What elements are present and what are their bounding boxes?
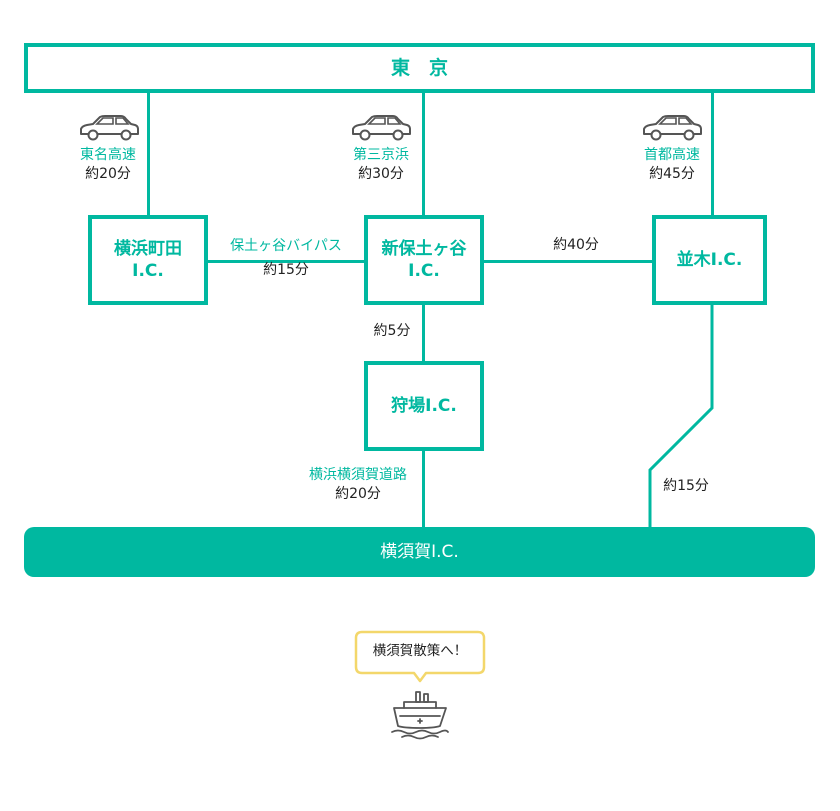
route-label-namiki-yokosuka: 約15分 (656, 477, 716, 496)
node-namiki: 並木I.C. (652, 215, 767, 305)
route-label-shuto: 首都高速 約45分 (632, 146, 712, 184)
route-time-shinhodogaya-namiki: 約40分 (553, 237, 599, 253)
route-road-yokohama-yokosuka: 横浜横須賀道路 (309, 467, 407, 483)
node-tokyo: 東 京 (24, 43, 815, 93)
route-road-hodogaya-bypass: 保土ヶ谷バイパス (230, 238, 342, 254)
route-time-namiki-yokosuka: 約15分 (663, 478, 709, 494)
node-yokohama-machida: 横浜町田 I.C. (88, 215, 208, 305)
route-time-daisan-keihin: 約30分 (358, 165, 404, 182)
route-label-tomei: 東名高速 約20分 (68, 146, 148, 184)
node-shin-hodogaya: 新保土ヶ谷 I.C. (364, 215, 484, 305)
car-icon (352, 115, 411, 141)
node-yokosuka: 横須賀I.C. (24, 527, 815, 577)
node-yokosuka-label: 横須賀I.C. (380, 541, 459, 562)
car-icon (643, 115, 702, 141)
line-tokyo-shinhodogaya (422, 90, 425, 218)
node-tokyo-label: 東 京 (390, 56, 448, 79)
route-label-yokohama-yokosuka: 横浜横須賀道路 約20分 (296, 466, 420, 504)
route-time-shinhodogaya-kariba: 約5分 (373, 323, 411, 339)
node-yokohama-machida-ic: I.C. (132, 261, 164, 281)
route-road-shuto: 首都高速 (644, 147, 700, 163)
node-namiki-label: 並木I.C. (676, 249, 743, 270)
route-time-hodogaya-bypass: 約15分 (263, 261, 309, 278)
node-yokohama-machida-name: 横浜町田 (114, 238, 182, 259)
route-road-tomei: 東名高速 (80, 147, 136, 163)
node-kariba-label: 狩場I.C. (391, 395, 457, 416)
route-label-shinhodogaya-kariba: 約5分 (362, 322, 422, 341)
line-tokyo-namiki (711, 90, 714, 218)
line-tokyo-yokohamamachida (147, 90, 150, 218)
route-label-shinhodogaya-namiki: 約40分 (536, 236, 616, 255)
node-shin-hodogaya-ic: I.C. (408, 261, 440, 281)
line-bypass (205, 260, 367, 263)
node-kariba: 狩場I.C. (364, 361, 484, 451)
route-label-hodogaya-bypass: 保土ヶ谷バイパス 約15分 (212, 237, 360, 280)
callout-text: 横須賀散策へ！ (372, 643, 468, 659)
line-kariba-yokosuka (422, 448, 425, 530)
line-shinhodogaya-kariba (422, 302, 425, 364)
route-road-daisan-keihin: 第三京浜 (353, 147, 409, 163)
line-shinhodogaya-namiki (481, 260, 655, 263)
car-icon (80, 115, 139, 141)
route-label-daisan-keihin: 第三京浜 約30分 (341, 146, 421, 184)
route-time-yokohama-yokosuka: 約20分 (335, 485, 381, 502)
route-time-tomei: 約20分 (85, 165, 131, 182)
node-shin-hodogaya-name: 新保土ヶ谷 (381, 238, 467, 259)
route-time-shuto: 約45分 (649, 165, 695, 182)
callout-bubble (354, 630, 486, 683)
ship-icon (391, 691, 449, 740)
